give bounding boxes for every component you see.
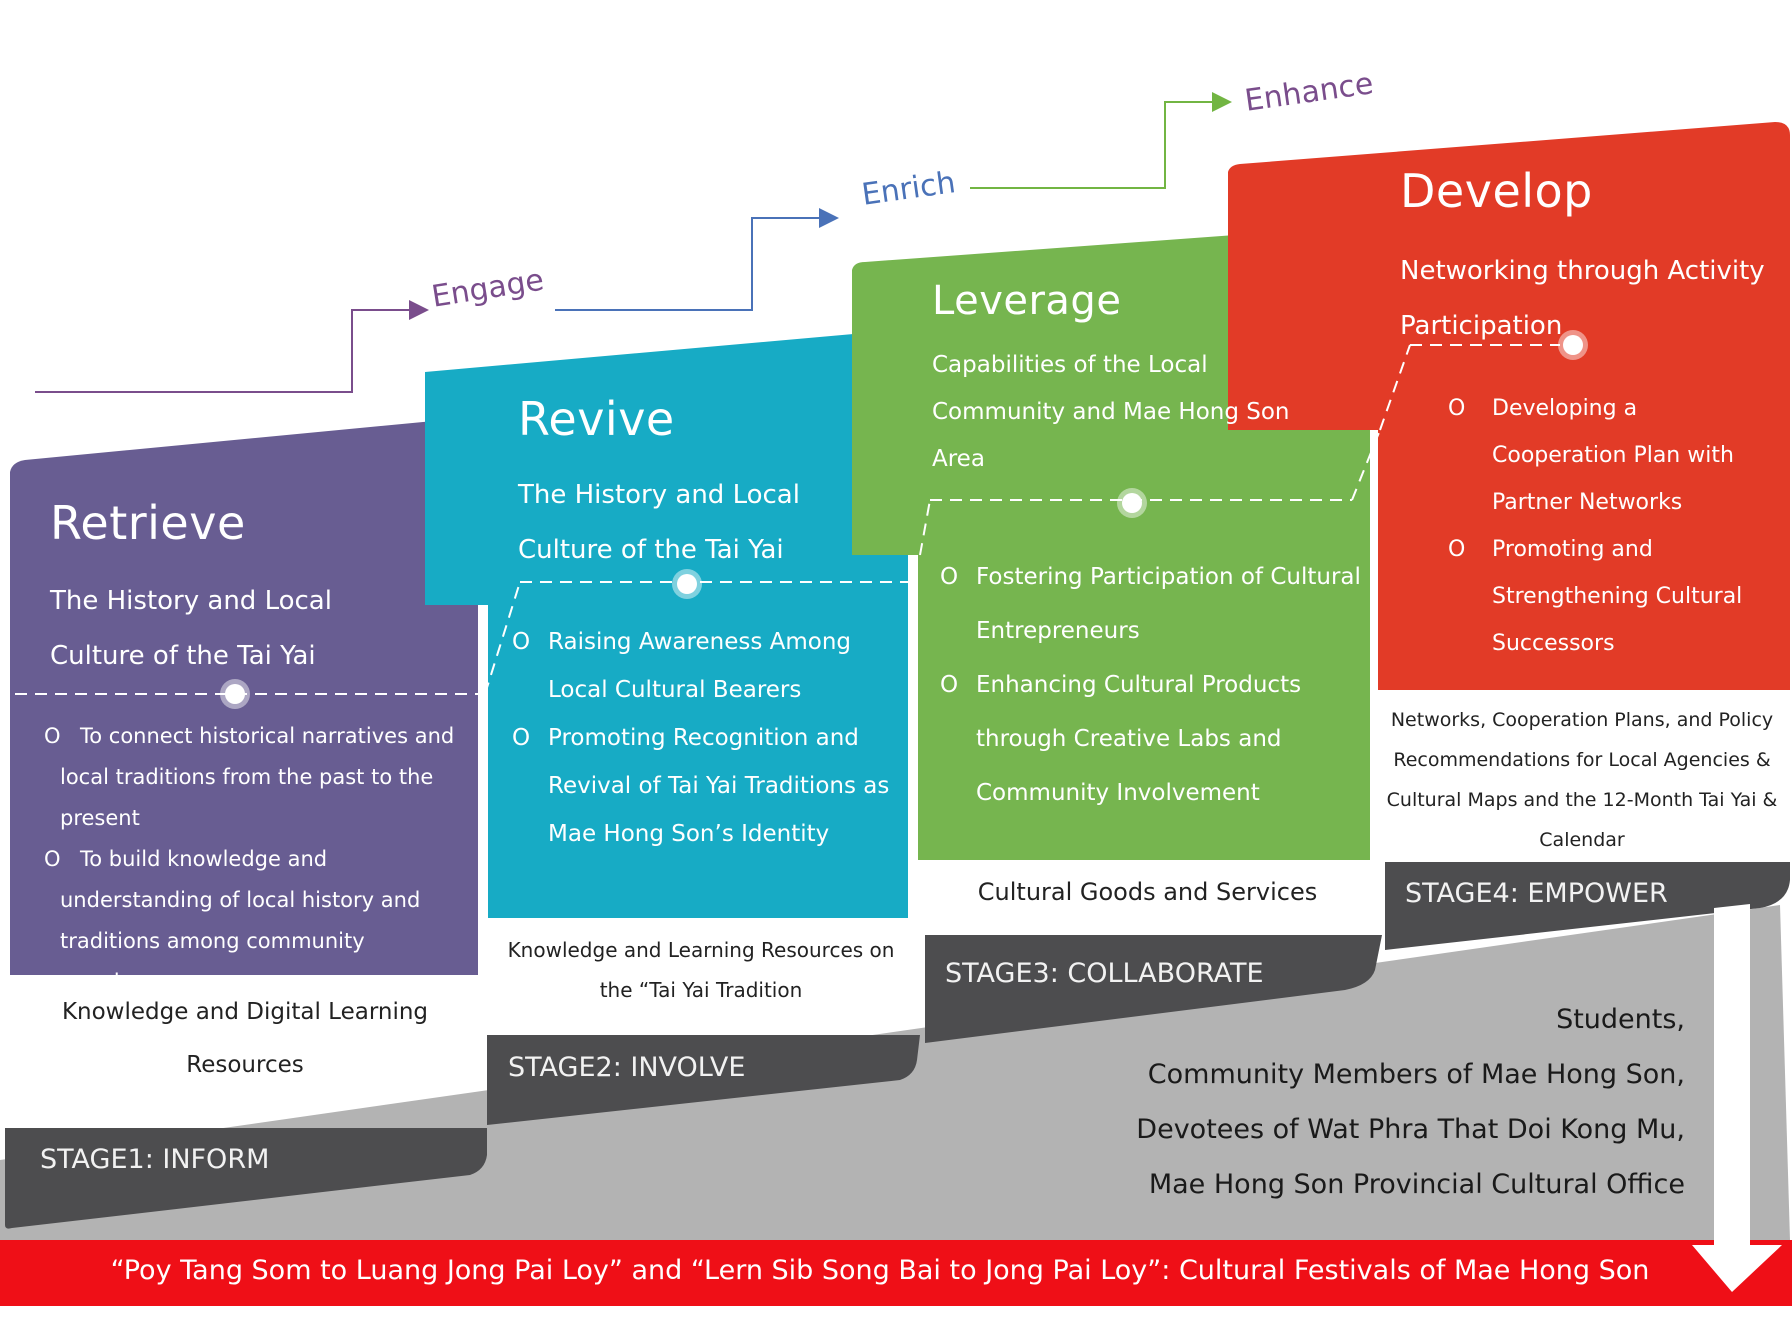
list-item: O Fostering Participation of Cultural En… bbox=[940, 550, 1370, 658]
stage2-label: STAGE2: INVOLVE bbox=[508, 1052, 746, 1083]
retrieve-title: Retrieve bbox=[50, 496, 246, 550]
bullet-circle-icon: O bbox=[512, 725, 531, 751]
festival-banner: “Poy Tang Som to Luang Jong Pai Loy” and… bbox=[110, 1255, 1650, 1286]
retrieve-subtitle: The History and Local Culture of the Tai… bbox=[50, 574, 332, 684]
leverage-subtitle: Capabilities of the Local Community and … bbox=[932, 352, 1290, 472]
revive-output: Knowledge and Learning Resources on the … bbox=[507, 938, 895, 1002]
list-item: O To build knowledge and understanding o… bbox=[44, 839, 464, 1003]
stage3-label: STAGE3: COLLABORATE bbox=[945, 958, 1264, 989]
leverage-bullets: O Fostering Participation of Cultural En… bbox=[940, 550, 1370, 820]
audience-item: Students, bbox=[1556, 1004, 1685, 1035]
retrieve-subtitle-line1: The History and Local bbox=[50, 586, 332, 616]
retrieve-bullets: O To connect historical narratives and l… bbox=[44, 716, 464, 1003]
revive-subtitle-line1: The History and Local bbox=[518, 480, 800, 510]
list-item: O To connect historical narratives and l… bbox=[44, 716, 464, 839]
stage4-bar bbox=[1385, 862, 1790, 950]
bullet-circle-icon: O bbox=[940, 564, 959, 590]
bullet-circle-icon: O bbox=[44, 724, 61, 748]
stage1-label: STAGE1: INFORM bbox=[40, 1144, 270, 1175]
stage3-bar bbox=[925, 935, 1382, 1043]
list-item: O Enhancing Cultural Products through Cr… bbox=[940, 658, 1370, 820]
develop-subtitle: Networking through Activity Participatio… bbox=[1400, 256, 1765, 341]
festival-banner-bg bbox=[0, 1240, 1792, 1306]
develop-panel bbox=[1228, 122, 1790, 690]
bullet-circle-icon: O bbox=[1448, 537, 1466, 562]
audience-item: Mae Hong Son Provincial Cultural Office bbox=[1148, 1169, 1685, 1200]
list-item: O Developing a Cooperation Plan with Par… bbox=[1448, 385, 1788, 526]
leverage-title: Leverage bbox=[932, 278, 1122, 324]
enhance-arrow bbox=[970, 92, 1232, 189]
revive-panel bbox=[425, 330, 908, 918]
revive-title: Revive bbox=[518, 392, 675, 446]
down-arrow bbox=[1692, 904, 1782, 1292]
engage-arrow bbox=[35, 300, 429, 393]
bullet-circle-icon: O bbox=[44, 847, 61, 871]
bullet-circle-icon: O bbox=[512, 629, 531, 655]
enrich-arrow bbox=[555, 208, 839, 311]
develop-bullets: O Developing a Cooperation Plan with Par… bbox=[1448, 385, 1788, 667]
bullet-circle-icon: O bbox=[940, 672, 959, 698]
retrieve-subtitle-line2: Culture of the Tai Yai bbox=[50, 641, 316, 671]
stage2-bar bbox=[487, 1035, 920, 1128]
stage4-label: STAGE4: EMPOWER bbox=[1405, 878, 1668, 909]
leverage-output: Cultural Goods and Services bbox=[977, 878, 1318, 906]
audience-item: Devotees of Wat Phra That Doi Kong Mu, bbox=[1136, 1114, 1685, 1145]
stage1-bar bbox=[5, 1128, 487, 1229]
bullet-circle-icon: O bbox=[1448, 396, 1466, 421]
list-item: O Raising Awareness Among Local Cultural… bbox=[512, 618, 907, 714]
list-item: O Promoting and Strengthening Cultural S… bbox=[1448, 526, 1788, 667]
audience-list: Students, Community Members of Mae Hong … bbox=[1030, 992, 1685, 1212]
develop-title: Develop bbox=[1400, 164, 1593, 218]
develop-output: Networks, Cooperation Plans, and Policy … bbox=[1386, 709, 1778, 851]
revive-bullets: O Raising Awareness Among Local Cultural… bbox=[512, 618, 907, 858]
list-item: O Promoting Recognition and Revival of T… bbox=[512, 714, 907, 858]
retrieve-output: Knowledge and Digital Learning Resources bbox=[61, 999, 429, 1078]
revive-subtitle: The History and Local Culture of the Tai… bbox=[518, 468, 800, 578]
revive-subtitle-line2: Culture of the Tai Yai bbox=[518, 535, 784, 565]
audience-item: Community Members of Mae Hong Son, bbox=[1147, 1059, 1685, 1090]
